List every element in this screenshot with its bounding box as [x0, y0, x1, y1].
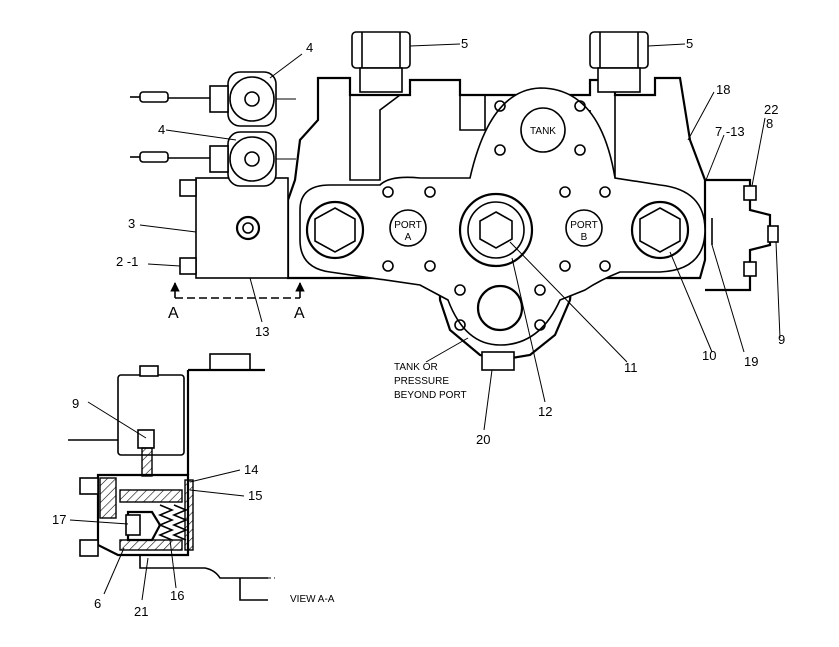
port-a-label-2: A — [405, 232, 412, 243]
callout-13: 13 — [255, 324, 269, 339]
note-line-2: PRESSURE — [394, 376, 449, 387]
callout-20: 20 — [476, 432, 490, 447]
solenoid-block — [130, 71, 305, 299]
tank-label: TANK — [530, 126, 556, 137]
callout-3: 3 — [128, 216, 135, 231]
callout-14: 14 — [244, 462, 258, 477]
callout-6: 6 — [94, 596, 101, 611]
callout-9-section: 9 — [72, 396, 79, 411]
callout-18: 18 — [716, 82, 730, 97]
callout-7-13: 7 -13 — [715, 124, 745, 139]
port-b-label-2: B — [581, 232, 588, 243]
callout-10: 10 — [702, 348, 716, 363]
leader-lines — [69, 43, 781, 601]
section-view-a-a — [68, 353, 275, 601]
callout-numbers: 4 4 5 5 18 22 8 7 -13 3 2 -1 13 9 19 10 … — [52, 36, 785, 619]
callout-4-lower: 4 — [158, 122, 165, 137]
callout-5-left: 5 — [461, 36, 468, 51]
callout-16: 16 — [170, 588, 184, 603]
section-marker-right: A — [294, 305, 305, 322]
callout-17: 17 — [52, 512, 66, 527]
view-caption: VIEW A-A — [290, 594, 335, 605]
callout-2-1: 2 -1 — [116, 254, 138, 269]
note-line-1: TANK OR — [394, 362, 438, 373]
callout-9-right: 9 — [778, 332, 785, 347]
callout-5-right: 5 — [686, 36, 693, 51]
callout-21: 21 — [134, 604, 148, 619]
note-line-3: BEYOND PORT — [394, 390, 467, 401]
callout-12: 12 — [538, 404, 552, 419]
callout-19: 19 — [744, 354, 758, 369]
callout-4-upper: 4 — [306, 40, 313, 55]
callout-8: 8 — [766, 116, 773, 131]
port-a-label-1: PORT — [394, 220, 422, 231]
section-marker-left: A — [168, 305, 179, 322]
callout-15: 15 — [248, 488, 262, 503]
callout-11: 11 — [624, 360, 638, 375]
callout-22: 22 — [764, 102, 778, 117]
text-labels: TANK PORT A PORT B TANK OR PRESSURE BEYO… — [168, 126, 598, 605]
valve-body — [286, 31, 779, 371]
port-b-label-1: PORT — [570, 220, 598, 231]
